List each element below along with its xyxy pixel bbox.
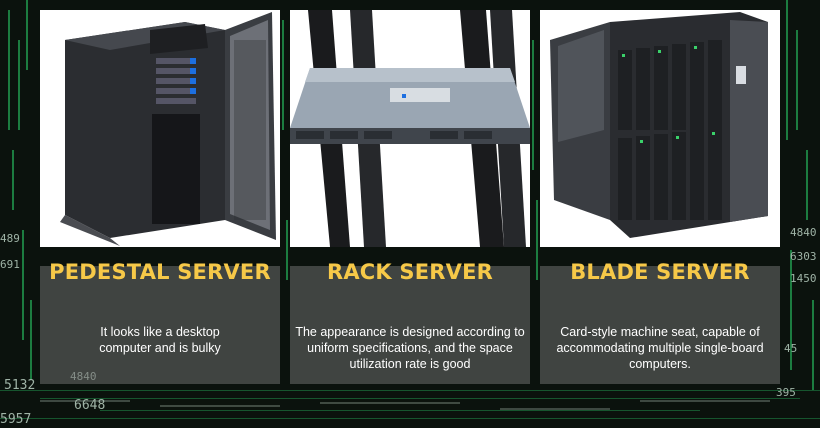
bg-number: 6648 [74,398,106,413]
pedestal-server-image [40,10,280,247]
bg-number: 45 [784,342,798,355]
card-pedestal-server: PEDESTAL SERVER It looks like a desktop … [40,10,280,384]
card-description: It looks like a desktop computer and is … [99,325,221,355]
pedestal-server-panel [40,266,280,384]
bg-number: 489 [0,232,20,245]
card-description: The appearance is designed according to … [295,325,525,371]
blade-server-panel [540,266,780,384]
bg-number: 6303 [790,250,817,263]
blade-server-image [540,10,780,247]
bg-number: 395 [776,386,796,399]
rack-server-image [290,10,530,247]
bg-number: 4840 [790,226,817,239]
bg-number: 5957 [0,412,32,427]
card-title: BLADE SERVER [570,260,750,284]
card-title: PEDESTAL SERVER [49,260,271,284]
card-title: RACK SERVER [326,260,494,284]
card-description: Card-style machine seat, capable of acco… [556,325,764,371]
card-blade-server: BLADE SERVER Card-style machine seat, ca… [540,10,780,384]
bg-number: 5132 [4,378,36,393]
rack-server-panel [290,266,530,384]
bg-number: 691 [0,258,20,271]
card-rack-server: RACK SERVER The appearance is designed a… [290,10,530,384]
bg-number: 1450 [790,272,817,285]
